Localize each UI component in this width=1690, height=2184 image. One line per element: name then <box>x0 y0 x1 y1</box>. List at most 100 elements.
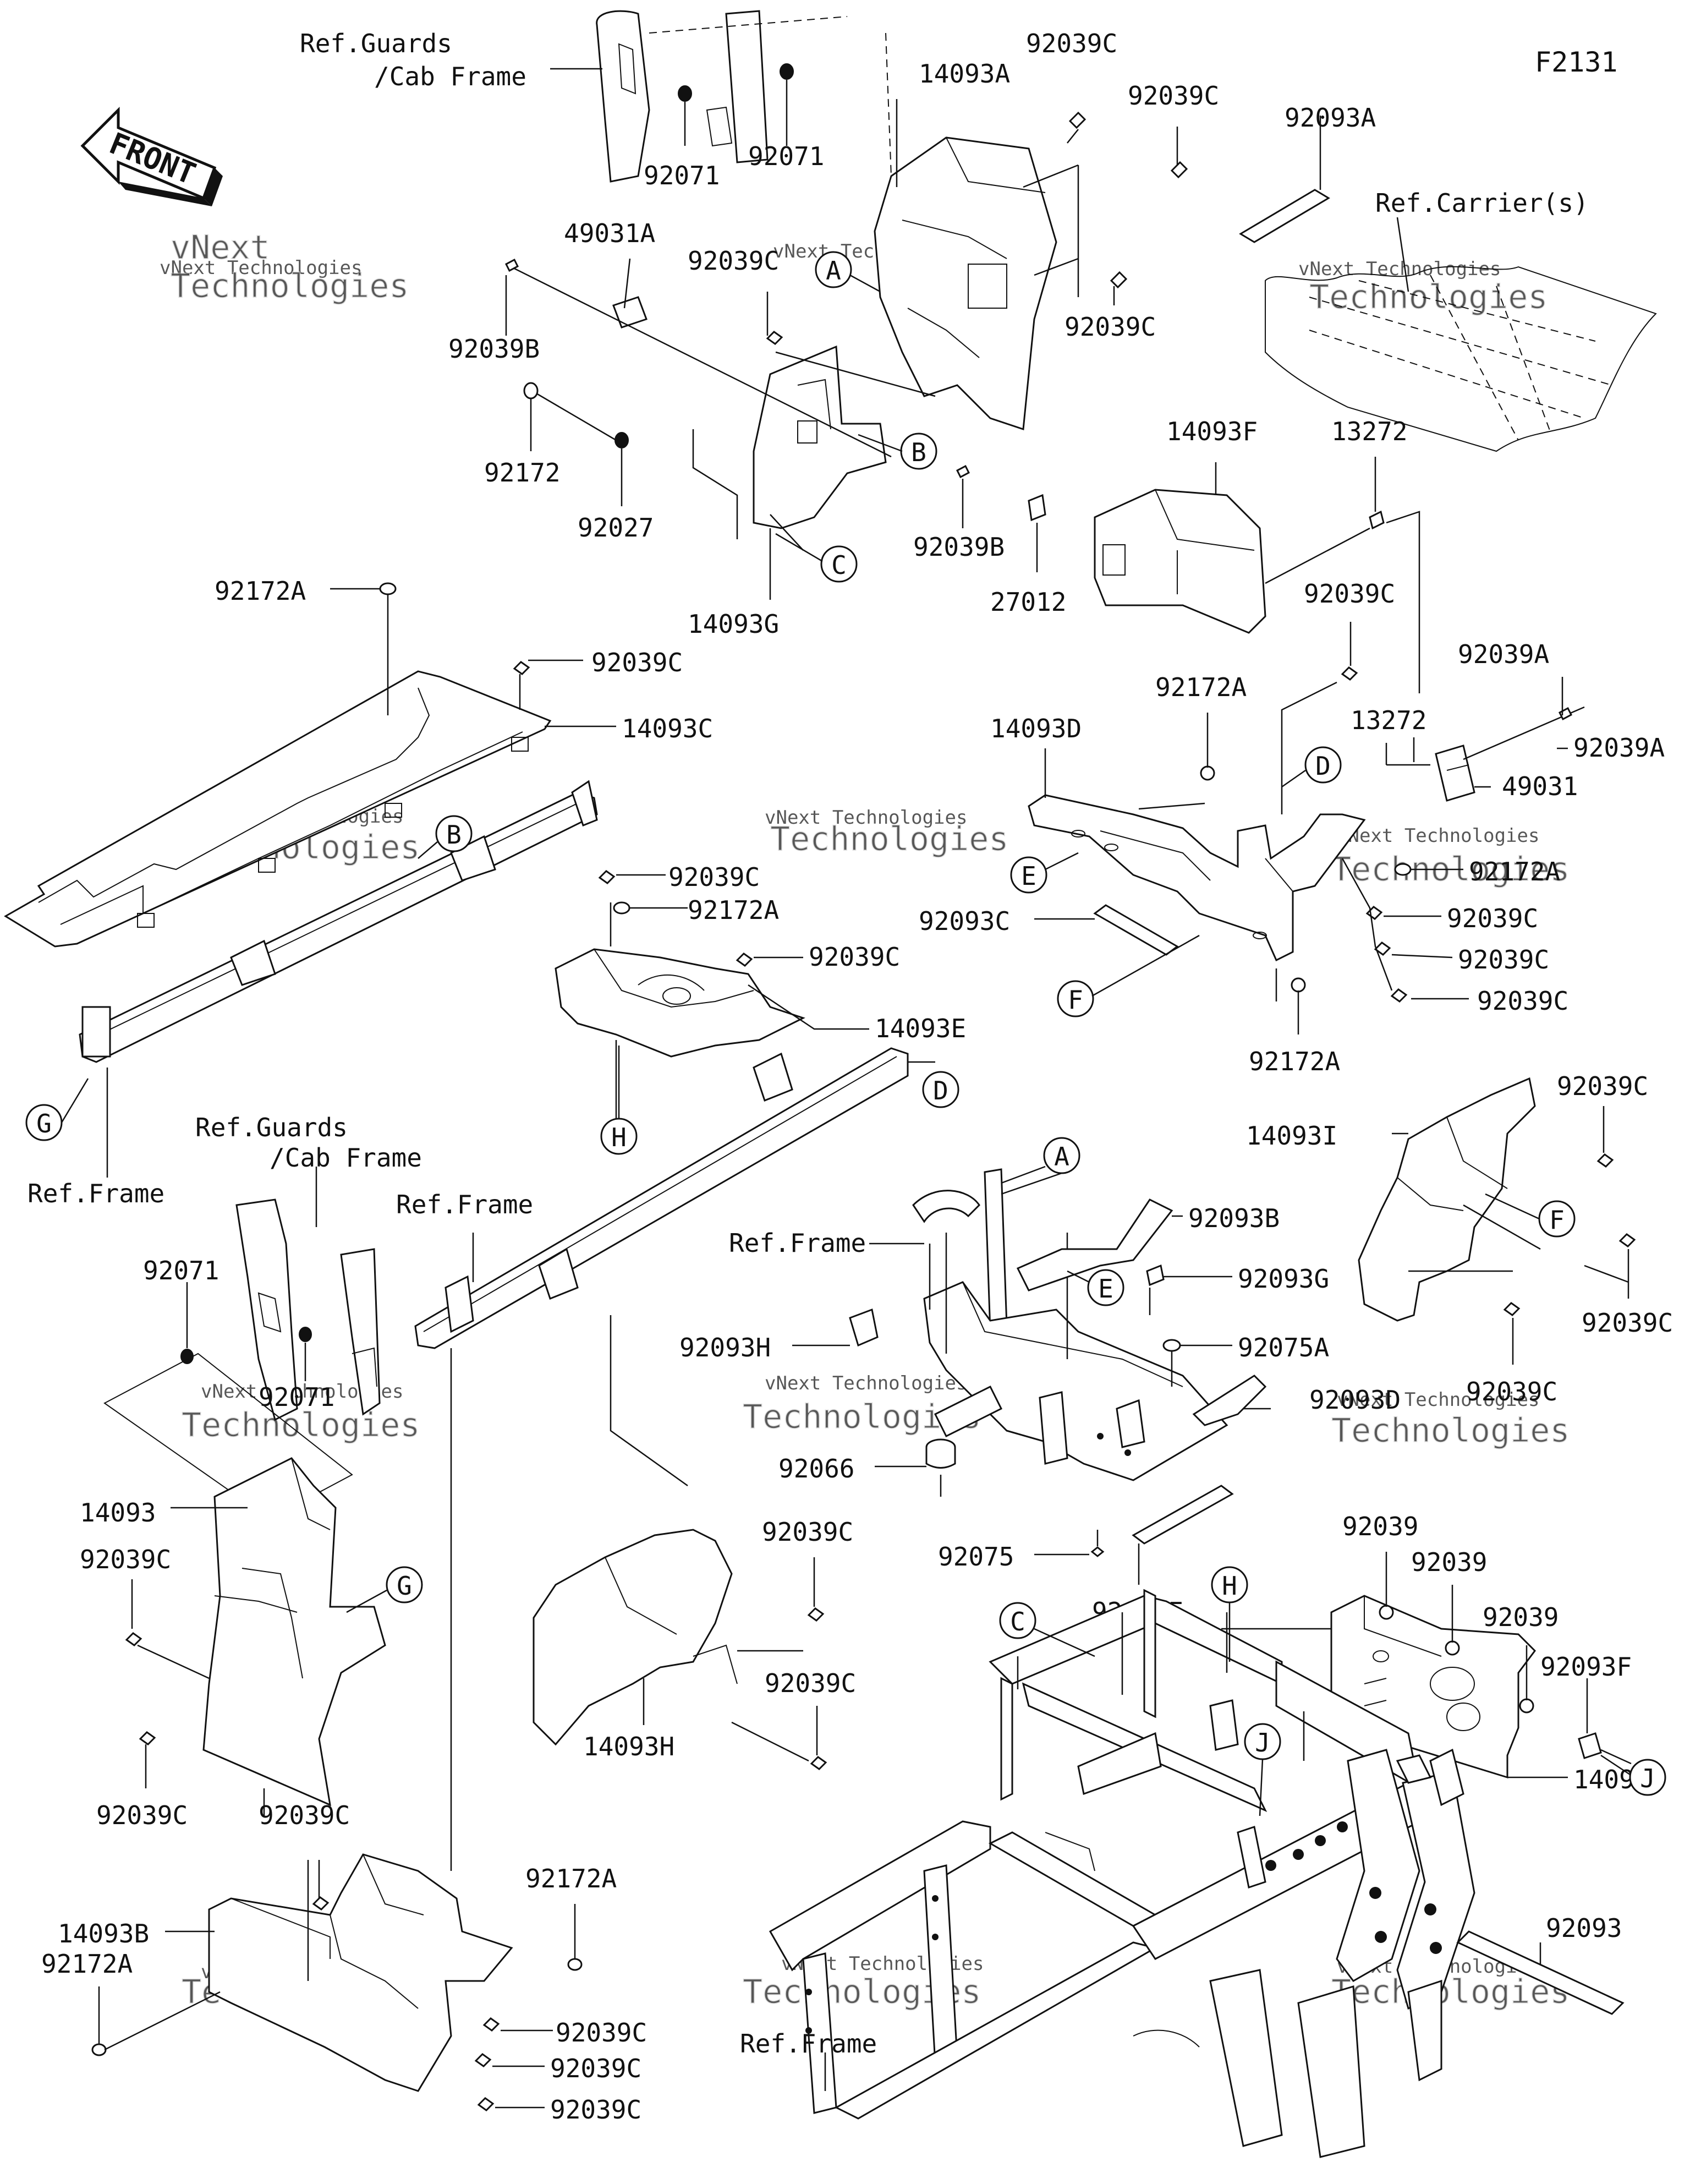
svg-text:D: D <box>933 1076 948 1105</box>
part-14093-shroud <box>171 1457 386 1807</box>
svg-text:J: J <box>1640 1764 1655 1793</box>
ref-guards-cab-frame-top <box>550 10 848 183</box>
ref-main-frame <box>769 1589 1475 2158</box>
part-92093A-strip <box>1239 116 1330 243</box>
label-ref-frame: Ref.Frame <box>28 1179 164 1208</box>
part-92039: 92039 <box>1342 1512 1418 1541</box>
part-92075A-plug <box>1162 1339 1232 1387</box>
part-92093G-clip <box>1146 1264 1232 1315</box>
watermark: vNext Technologies <box>160 257 362 279</box>
bolt-92039C <box>139 1731 156 1788</box>
callout-J: J <box>1244 1723 1281 1760</box>
part-92039C: 92039C <box>96 1800 188 1830</box>
part-92039C: 92039C <box>556 2018 647 2048</box>
part-92093A: 92093A <box>1285 103 1376 133</box>
callout-D: D <box>922 1071 959 1108</box>
part-central-crossmember <box>912 1165 1228 1481</box>
part-92039C: 92039C <box>1447 904 1538 933</box>
watermark: Technologies <box>182 1406 420 1444</box>
svg-text:B: B <box>446 820 462 850</box>
label-ref-guards: Ref.Guards <box>300 29 452 58</box>
svg-text:D: D <box>1315 751 1331 781</box>
watermark: Technologies <box>171 267 409 305</box>
svg-text:A: A <box>826 256 841 286</box>
svg-text:G: G <box>36 1109 52 1138</box>
label-ref-guards: Ref.Guards <box>195 1113 348 1142</box>
ref-frame-bar-D <box>414 1047 935 1871</box>
part-92071: 92071 <box>644 161 720 190</box>
part-92093D-strip <box>1192 1375 1271 1426</box>
watermark: Technologies <box>1309 278 1548 316</box>
callout-E: E <box>1087 1269 1124 1306</box>
part-92039C: 92039C <box>688 246 779 276</box>
watermark: Technologies <box>770 820 1008 858</box>
part-92039C: 92039C <box>765 1668 856 1698</box>
watermark: Technologies <box>1331 1411 1570 1450</box>
part-92172A: 92172A <box>688 895 779 925</box>
bolt-92039C <box>1503 1302 1521 1365</box>
part-92039C: 92039C <box>1458 945 1549 975</box>
part-92039C: 92039C <box>1582 1308 1673 1338</box>
part-92093D: 92093D <box>1309 1385 1401 1415</box>
callout-A: A <box>815 251 852 288</box>
part-92039C: 92039C <box>1304 579 1395 609</box>
part-92172A: 92172A <box>1155 672 1247 702</box>
callout-B: B <box>900 433 937 470</box>
svg-text:A: A <box>1054 1142 1069 1172</box>
bolt-92172A <box>613 901 688 915</box>
watermark: vNext Technologies <box>765 1372 967 1394</box>
part-92093B-strip <box>1016 1198 1183 1291</box>
part-14093F-shroud <box>1094 462 1266 634</box>
part-49031-clip <box>1385 743 1491 802</box>
part-92039C: 92039C <box>80 1545 171 1574</box>
bolt-92039C <box>474 2053 545 2067</box>
part-92075-plug <box>1034 1530 1105 1557</box>
bolt-92039 <box>1519 1645 1534 1714</box>
part-92093-strip <box>1456 1930 1625 2015</box>
svg-text:G: G <box>397 1571 412 1601</box>
svg-text:J: J <box>1255 1728 1270 1758</box>
part-14093B-shroud <box>165 1853 513 2092</box>
bolt-92039C <box>125 1579 210 1679</box>
svg-text:C: C <box>1010 1607 1025 1636</box>
part-92039: 92039 <box>1483 1602 1559 1632</box>
label-ref-frame: Ref.Frame <box>740 2029 877 2059</box>
watermark: vNext Technologies <box>1337 1389 1539 1411</box>
bolt-92039B <box>956 464 970 528</box>
watermark: vNext <box>171 228 270 267</box>
svg-text:E: E <box>1098 1274 1113 1304</box>
part-14093B: 14093B <box>58 1919 149 1948</box>
part-92039C: 92039C <box>259 1800 350 1830</box>
part-14093F: 14093F <box>1166 417 1258 446</box>
bolt-92039C <box>1170 127 1188 179</box>
callout-B: B <box>435 815 473 852</box>
callout-A: A <box>1043 1137 1080 1174</box>
svg-text:B: B <box>911 437 926 467</box>
bolt-92039 <box>1445 1585 1460 1656</box>
part-92039B: 92039B <box>448 334 540 364</box>
bolt-92039C <box>513 659 583 710</box>
ref-guards-cab-frame-left <box>180 1167 381 1421</box>
part-14093G-bracket <box>753 345 887 551</box>
part-92172A: 92172A <box>41 1949 133 1979</box>
part-92172A: 92172A <box>215 576 306 606</box>
part-92039C: 92039C <box>1557 1071 1648 1101</box>
part-14093: 14093 <box>80 1498 156 1528</box>
bolt-92039C <box>1067 111 1087 144</box>
washer-92027 <box>614 432 629 506</box>
part-14093G: 14093G <box>688 609 779 639</box>
part-92039C: 92039C <box>1026 29 1117 58</box>
label-cab-frame: /Cab Frame <box>270 1143 422 1173</box>
callout-D: D <box>1304 746 1342 784</box>
svg-text:C: C <box>831 550 847 580</box>
callout-C: C <box>820 545 858 583</box>
part-49031A-clip <box>612 258 648 329</box>
bolt-92172A <box>1275 968 1306 1034</box>
bolt-92039 <box>1379 1552 1394 1620</box>
bolt-92172A <box>330 582 397 715</box>
part-13272: 13272 <box>1331 417 1407 446</box>
part-13272: 13272 <box>1351 705 1426 735</box>
bolt-92039C <box>807 1557 825 1622</box>
part-92039C: 92039C <box>668 862 760 892</box>
part-14093E-tray <box>555 902 869 1123</box>
